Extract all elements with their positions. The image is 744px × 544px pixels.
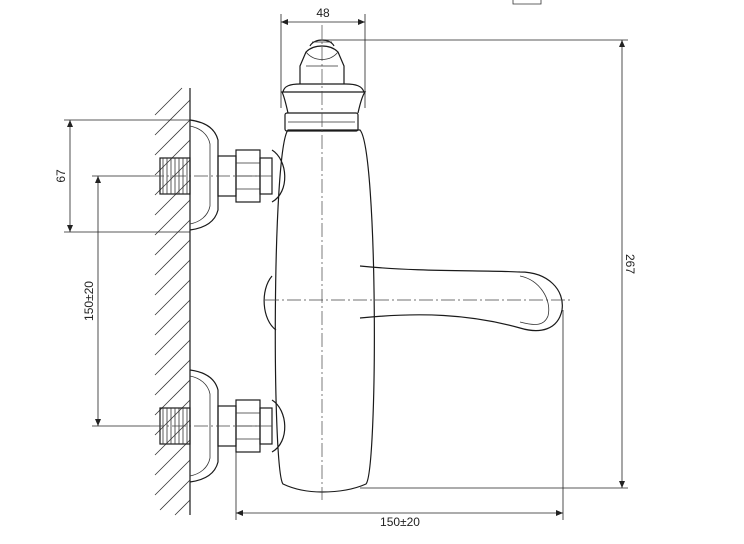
- dimension-lines: [67, 19, 625, 516]
- mixer-body: [274, 39, 375, 493]
- centerlines: [150, 25, 572, 500]
- label-total-height: 267: [623, 254, 637, 274]
- label-bottom-spacing: 150±20: [380, 515, 420, 529]
- upper-connector: [159, 119, 286, 231]
- extension-lines: [64, 14, 628, 520]
- label-inlet-spacing: 150±20: [82, 281, 96, 321]
- spout: [263, 265, 563, 332]
- title-box-fragment: [512, 0, 542, 5]
- label-inlet-offset: 67: [54, 169, 68, 183]
- label-top-width: 48: [316, 6, 330, 20]
- wall-hatch: [154, 87, 191, 516]
